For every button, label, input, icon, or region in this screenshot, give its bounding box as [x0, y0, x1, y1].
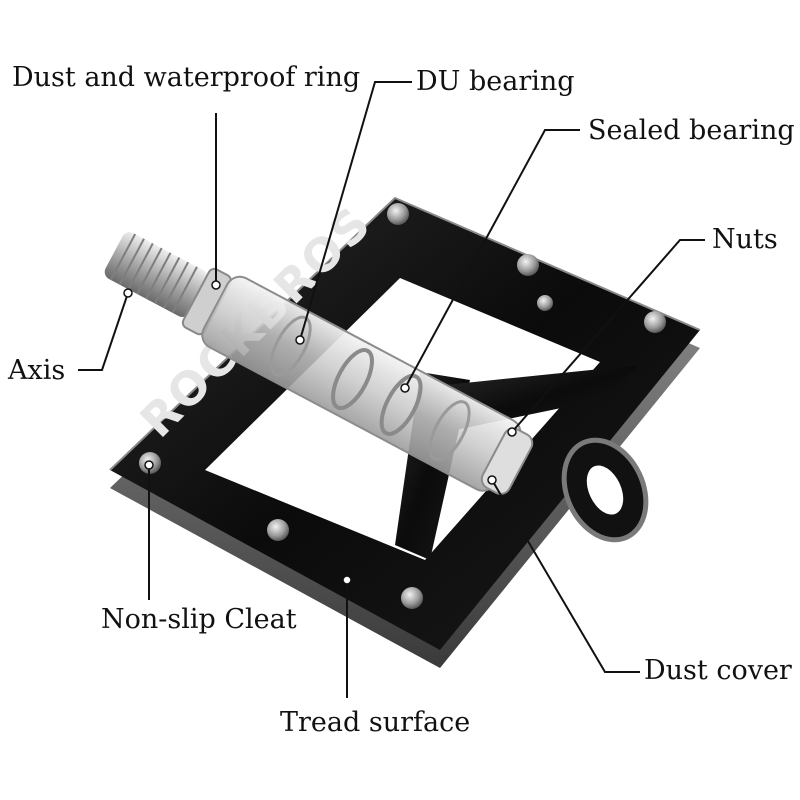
leader-lines: [78, 81, 705, 698]
label-tread-surface: Tread surface: [280, 707, 471, 738]
label-du-bearing: DU bearing: [416, 66, 575, 97]
label-nuts: Nuts: [712, 224, 778, 255]
label-dust-waterproof-ring: Dust and waterproof ring: [12, 62, 361, 93]
leader-dots: [123, 280, 517, 585]
label-axis: Axis: [8, 355, 66, 386]
cleat-pins: [139, 203, 666, 609]
label-sealed-bearing: Sealed bearing: [588, 115, 795, 146]
label-dust-cover: Dust cover: [644, 655, 792, 686]
label-non-slip-cleat: Non-slip Cleat: [101, 604, 297, 635]
